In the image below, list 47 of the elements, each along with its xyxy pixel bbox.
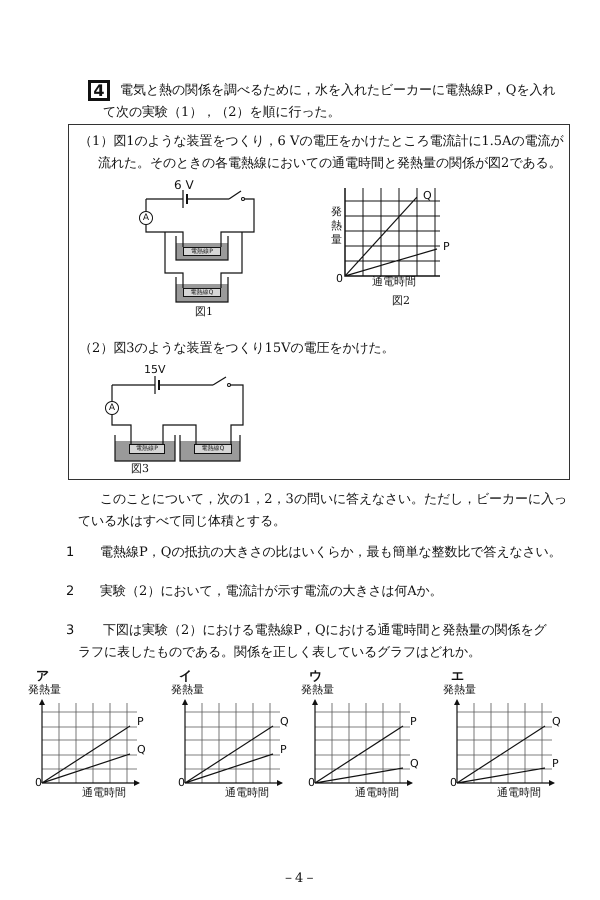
question-number: 3 [66,622,74,640]
axis-label: 通電時間 [82,786,126,800]
axis-label: 通電時間 [225,786,269,800]
question-text: このことについて，次の1，2，3の問いに答えなさい。ただし，ビーカーに入っている水はすべて同じ体積とする。 [78,491,568,531]
origin-label: 0 [450,776,457,790]
question-number: 1 [66,544,74,562]
origin-label: 0 [308,776,315,790]
figure-caption: 図1 [195,305,213,319]
figure-caption: 図2 [392,294,410,308]
question-text: 実験（2）において，電流計が示す電流の大きさは何Aか。 [100,583,444,601]
ammeter-symbol: A [139,211,153,225]
ammeter-symbol: A [105,401,119,415]
question-text: 電熱線P，Qの抵抗の大きさの比はいくらか，最も簡単な整数比で答えなさい。 [100,544,562,562]
line-label: P [443,240,450,254]
line-label: P [280,743,287,757]
origin-label: 0 [35,776,42,790]
line-label: Q [410,757,419,771]
line-label: Q [280,715,289,729]
question-number: 2 [66,583,74,601]
experiment-text: （2）図3のような装置をつくり15Vの電圧をかけた。 [79,340,396,358]
axis-label: 発熱量 [28,683,61,697]
line-label: Q [137,743,146,757]
choice-label: ウ [309,668,322,684]
line-label: P [410,715,417,729]
choice-label: エ [451,668,464,684]
axis-label: 発熱量 [443,683,476,697]
voltage-label: 15V [144,363,166,377]
question-number-box: 4 [88,80,110,101]
experiment-text: （1）図1のような装置をつくり，6 Vの電圧をかけたところ電流計に1.5Aの電流が流れた。そのときの各電熱線においての通電時間と発熱量の関係が図2である。 [79,133,564,173]
voltage-label: 6 V [174,178,194,193]
choice-label: イ [179,668,192,684]
choice-label: ア [36,668,49,684]
axis-label: 通電時間 [355,786,399,800]
axis-label: 発熱量 [331,205,343,247]
line-label: Q [552,715,561,729]
axis-label: 発熱量 [301,683,334,697]
line-label: Q [423,189,432,203]
origin-label: 0 [178,776,185,790]
page-number: －4－ [282,870,316,888]
line-label: P [137,715,144,729]
axis-label: 通電時間 [497,786,541,800]
figure-caption: 図3 [131,462,149,476]
origin-label: 0 [336,272,343,286]
experiment-box [68,124,570,480]
axis-label: 発熱量 [171,683,204,697]
question-text: 下図は実験（2）における電熱線P，Qにおける通電時間と発熱量の関係をグラフに表したものである。関係を正しく表しているグラフはどれか。 [78,622,548,662]
line-label: P [552,757,559,771]
